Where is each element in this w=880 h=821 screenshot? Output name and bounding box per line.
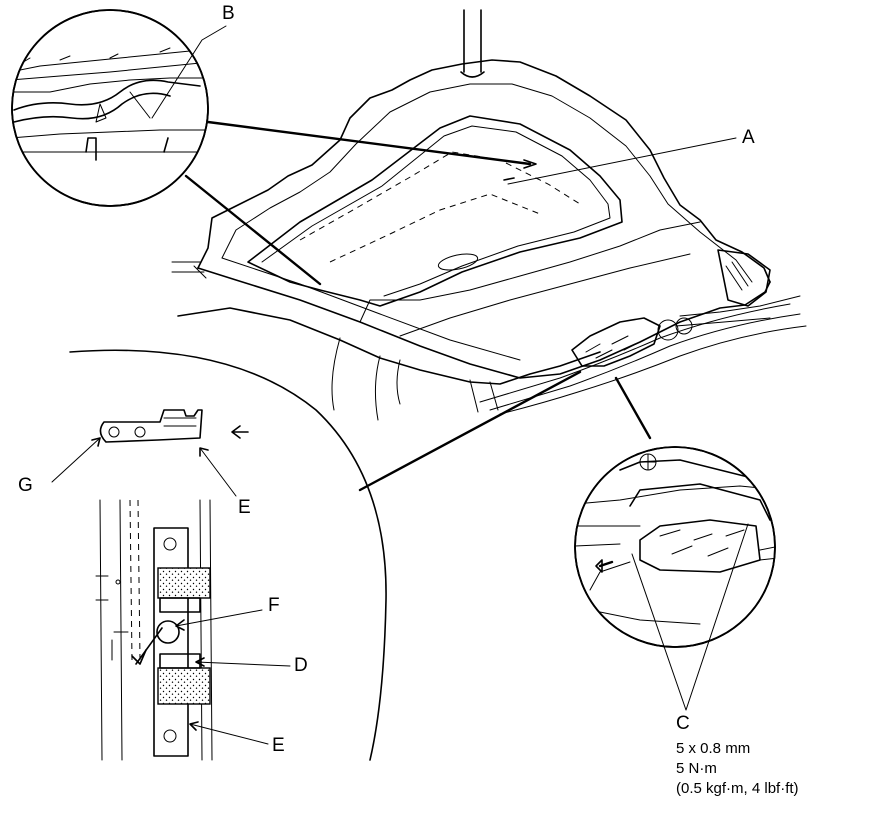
leader-b-to-assembly: [206, 120, 532, 166]
side-rail: [95, 499, 213, 761]
leader-b: [151, 25, 227, 119]
leader-e-top: [199, 447, 237, 497]
callout-e-top: E: [238, 497, 251, 518]
callout-f: F: [268, 595, 280, 616]
leader-b-circle-lower: [184, 174, 322, 286]
leader-e-bottom-arrow: [189, 721, 199, 731]
leader-c: [631, 523, 749, 711]
callout-d: D: [294, 655, 308, 676]
detail-circle-c: [574, 446, 776, 711]
leader-e-top-arrow: [199, 447, 209, 457]
leader-e-bottom: [189, 723, 269, 745]
callout-e-bottom: E: [272, 735, 285, 756]
callout-a: A: [742, 127, 755, 148]
leader-c-circle: [614, 376, 652, 440]
leader-a: [507, 137, 737, 185]
callout-c: C: [676, 713, 690, 734]
bracket-g: [99, 409, 249, 443]
leader-d: [195, 661, 291, 667]
spec-bolt-size: 5 x 0.8 mm: [676, 740, 751, 757]
leader-big-circle: [358, 370, 582, 492]
leader-g: [51, 437, 101, 483]
callout-b: B: [222, 3, 235, 24]
leader-f: [175, 609, 263, 627]
leader-f-arrow: [175, 619, 185, 631]
spec-torque-nm: 5 N·m: [676, 760, 717, 777]
detail-circle-b: [11, 9, 227, 207]
spec-torque-imperial: (0.5 kgf·m, 4 lbf·ft): [676, 780, 799, 797]
detail-circle-large: [51, 349, 387, 761]
headliner-assembly: [171, 9, 807, 421]
leader-d-arrow: [195, 657, 205, 667]
leader-g-arrow: [91, 437, 101, 447]
callout-g: G: [18, 475, 33, 496]
